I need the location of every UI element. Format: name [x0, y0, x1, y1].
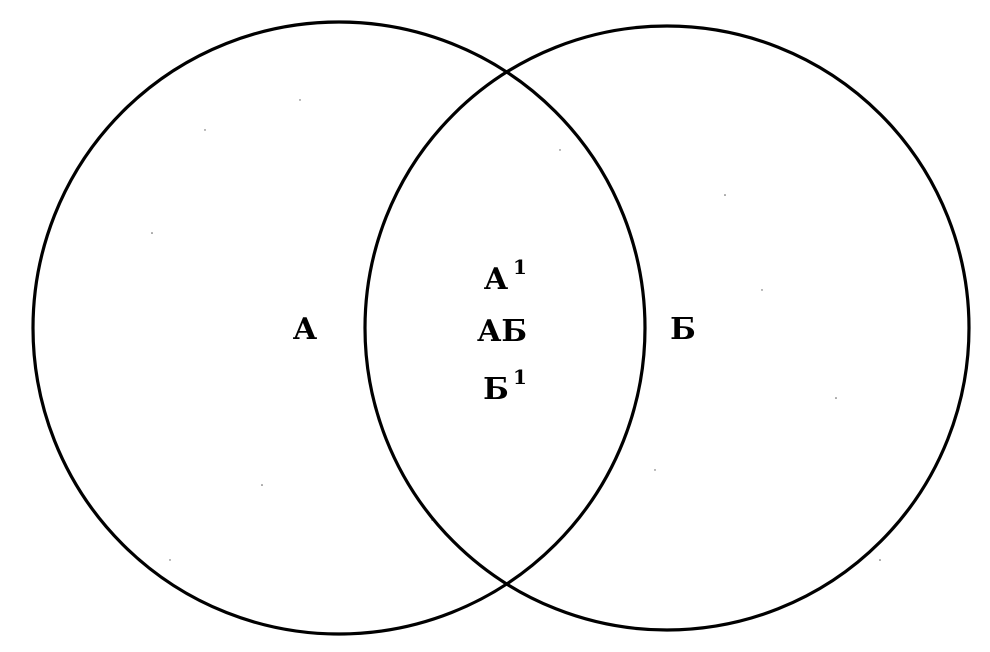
label-a: А	[293, 312, 318, 347]
intersection-label-b-superscript: 1	[513, 365, 527, 389]
label-b: Б	[670, 312, 696, 347]
circle-b	[363, 24, 971, 632]
intersection-label-ab: АБ	[477, 314, 527, 349]
intersection-label-a-superscript: 1	[513, 255, 527, 279]
intersection-label-a-base: А	[484, 262, 509, 297]
circle-a	[31, 20, 647, 636]
intersection-label-b-base: Б	[483, 372, 509, 407]
